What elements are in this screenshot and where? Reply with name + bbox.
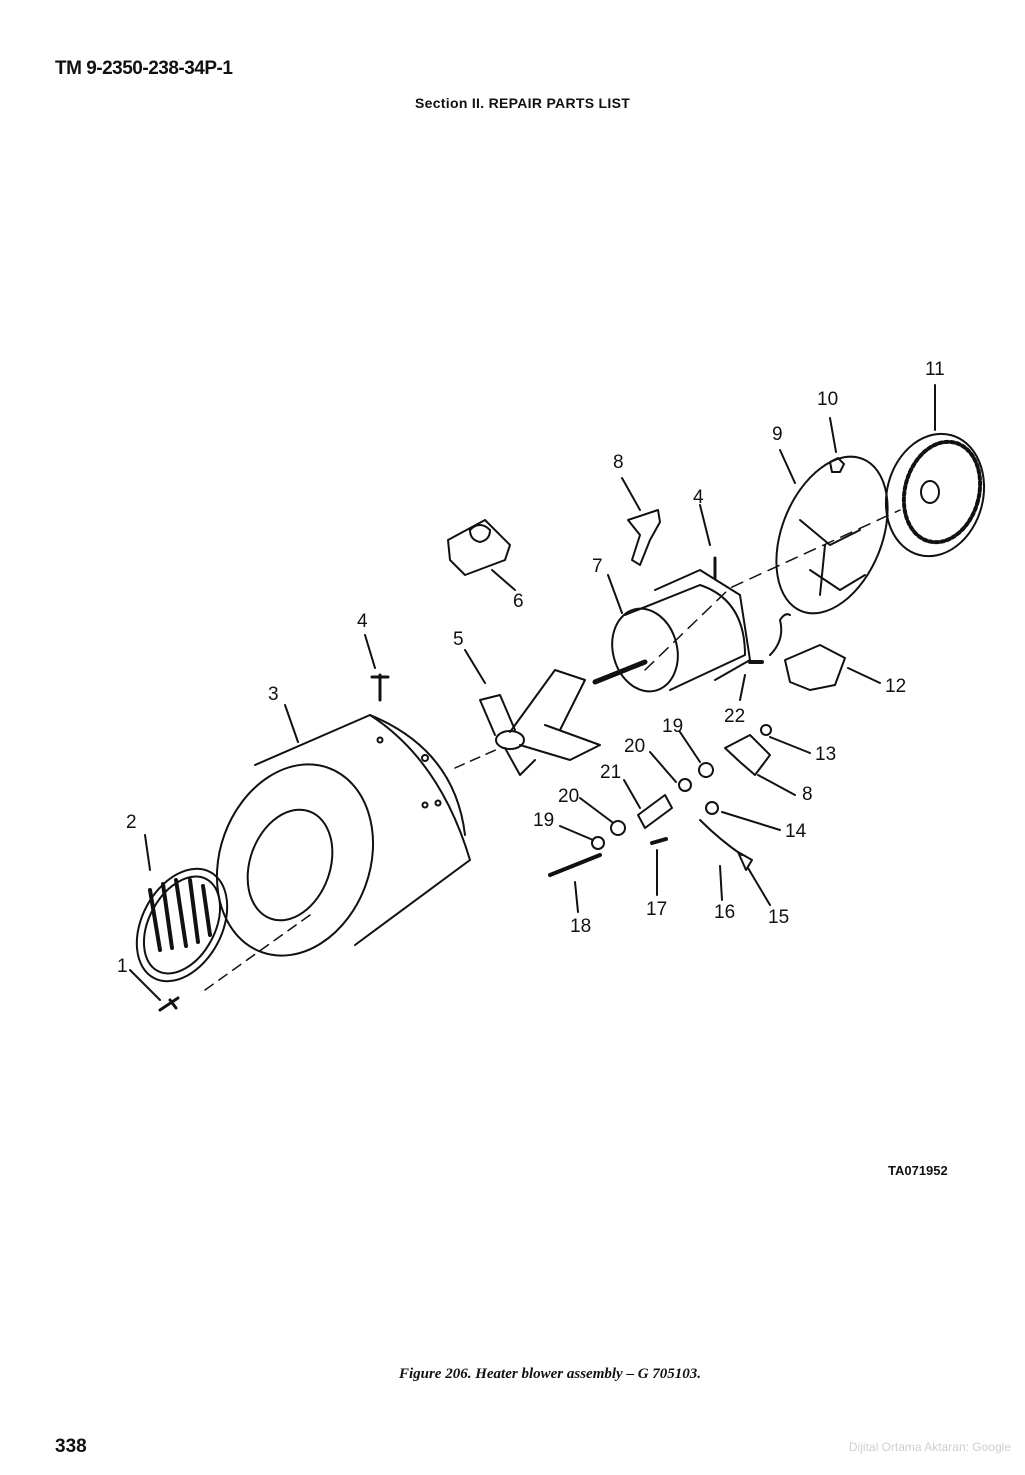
callout-10: 10	[817, 389, 838, 410]
bracket-8b	[724, 734, 771, 776]
callout-14: 14	[785, 821, 807, 842]
nut-10	[829, 457, 845, 473]
washer-20a	[678, 778, 692, 792]
drawing-id: TA071952	[888, 1163, 948, 1178]
callout-6: 6	[513, 591, 524, 612]
bushing-21	[637, 794, 673, 829]
callout-5: 5	[453, 629, 464, 650]
connector	[784, 644, 846, 691]
bracket-8a	[627, 509, 661, 566]
callout-7: 7	[592, 556, 603, 577]
callout-19a: 19	[662, 716, 683, 737]
blower-wheel	[884, 432, 986, 558]
callout-20b: 20	[558, 786, 579, 807]
fan-wheel	[479, 669, 601, 776]
lead-16	[699, 819, 743, 856]
page-number: 338	[55, 1436, 87, 1457]
watermark: Dijital Ortama Aktaran: Google	[848, 1440, 1011, 1454]
callout-8b: 8	[802, 784, 813, 805]
callout-19b: 19	[533, 810, 554, 831]
washer-20b	[610, 820, 626, 836]
section-title: Section II. REPAIR PARTS LIST	[415, 95, 631, 111]
callout-13: 13	[815, 744, 836, 765]
callout-8a: 8	[613, 452, 624, 473]
grille	[135, 867, 229, 983]
bolt-18	[548, 853, 602, 877]
blower-housing	[215, 714, 471, 957]
washer-19b	[591, 836, 605, 850]
clip-15	[737, 851, 753, 871]
callout-3: 3	[268, 684, 279, 705]
callout-4b: 4	[693, 487, 704, 508]
callout-9: 9	[772, 424, 783, 445]
callout-20a: 20	[624, 736, 645, 757]
callout-labels: 1 2 3 4 4 5 6 7 8 8 9 10 11 12 13 14 15 …	[117, 359, 945, 977]
washer-19a	[698, 762, 714, 778]
callout-16: 16	[714, 902, 735, 923]
figure-caption: Figure 206. Heater blower assembly – G 7…	[398, 1366, 702, 1382]
mounting-plate	[775, 455, 889, 615]
callout-21: 21	[600, 762, 621, 783]
callout-22: 22	[724, 706, 745, 727]
nut-14	[705, 801, 719, 815]
screw-17	[650, 837, 668, 845]
callout-17: 17	[646, 899, 667, 920]
callout-18: 18	[570, 916, 591, 937]
callout-2: 2	[126, 812, 137, 833]
nut-13	[760, 724, 772, 736]
resistor	[447, 519, 511, 576]
blower-motor	[592, 569, 751, 693]
callout-4a: 4	[357, 611, 368, 632]
screw-1	[158, 996, 180, 1012]
callout-1: 1	[117, 956, 128, 977]
callout-12: 12	[885, 676, 906, 697]
callout-11: 11	[925, 359, 945, 380]
tm-number: TM 9-2350-238-34P-1	[55, 58, 233, 79]
screw-4a	[370, 673, 390, 702]
callout-15: 15	[768, 907, 789, 928]
